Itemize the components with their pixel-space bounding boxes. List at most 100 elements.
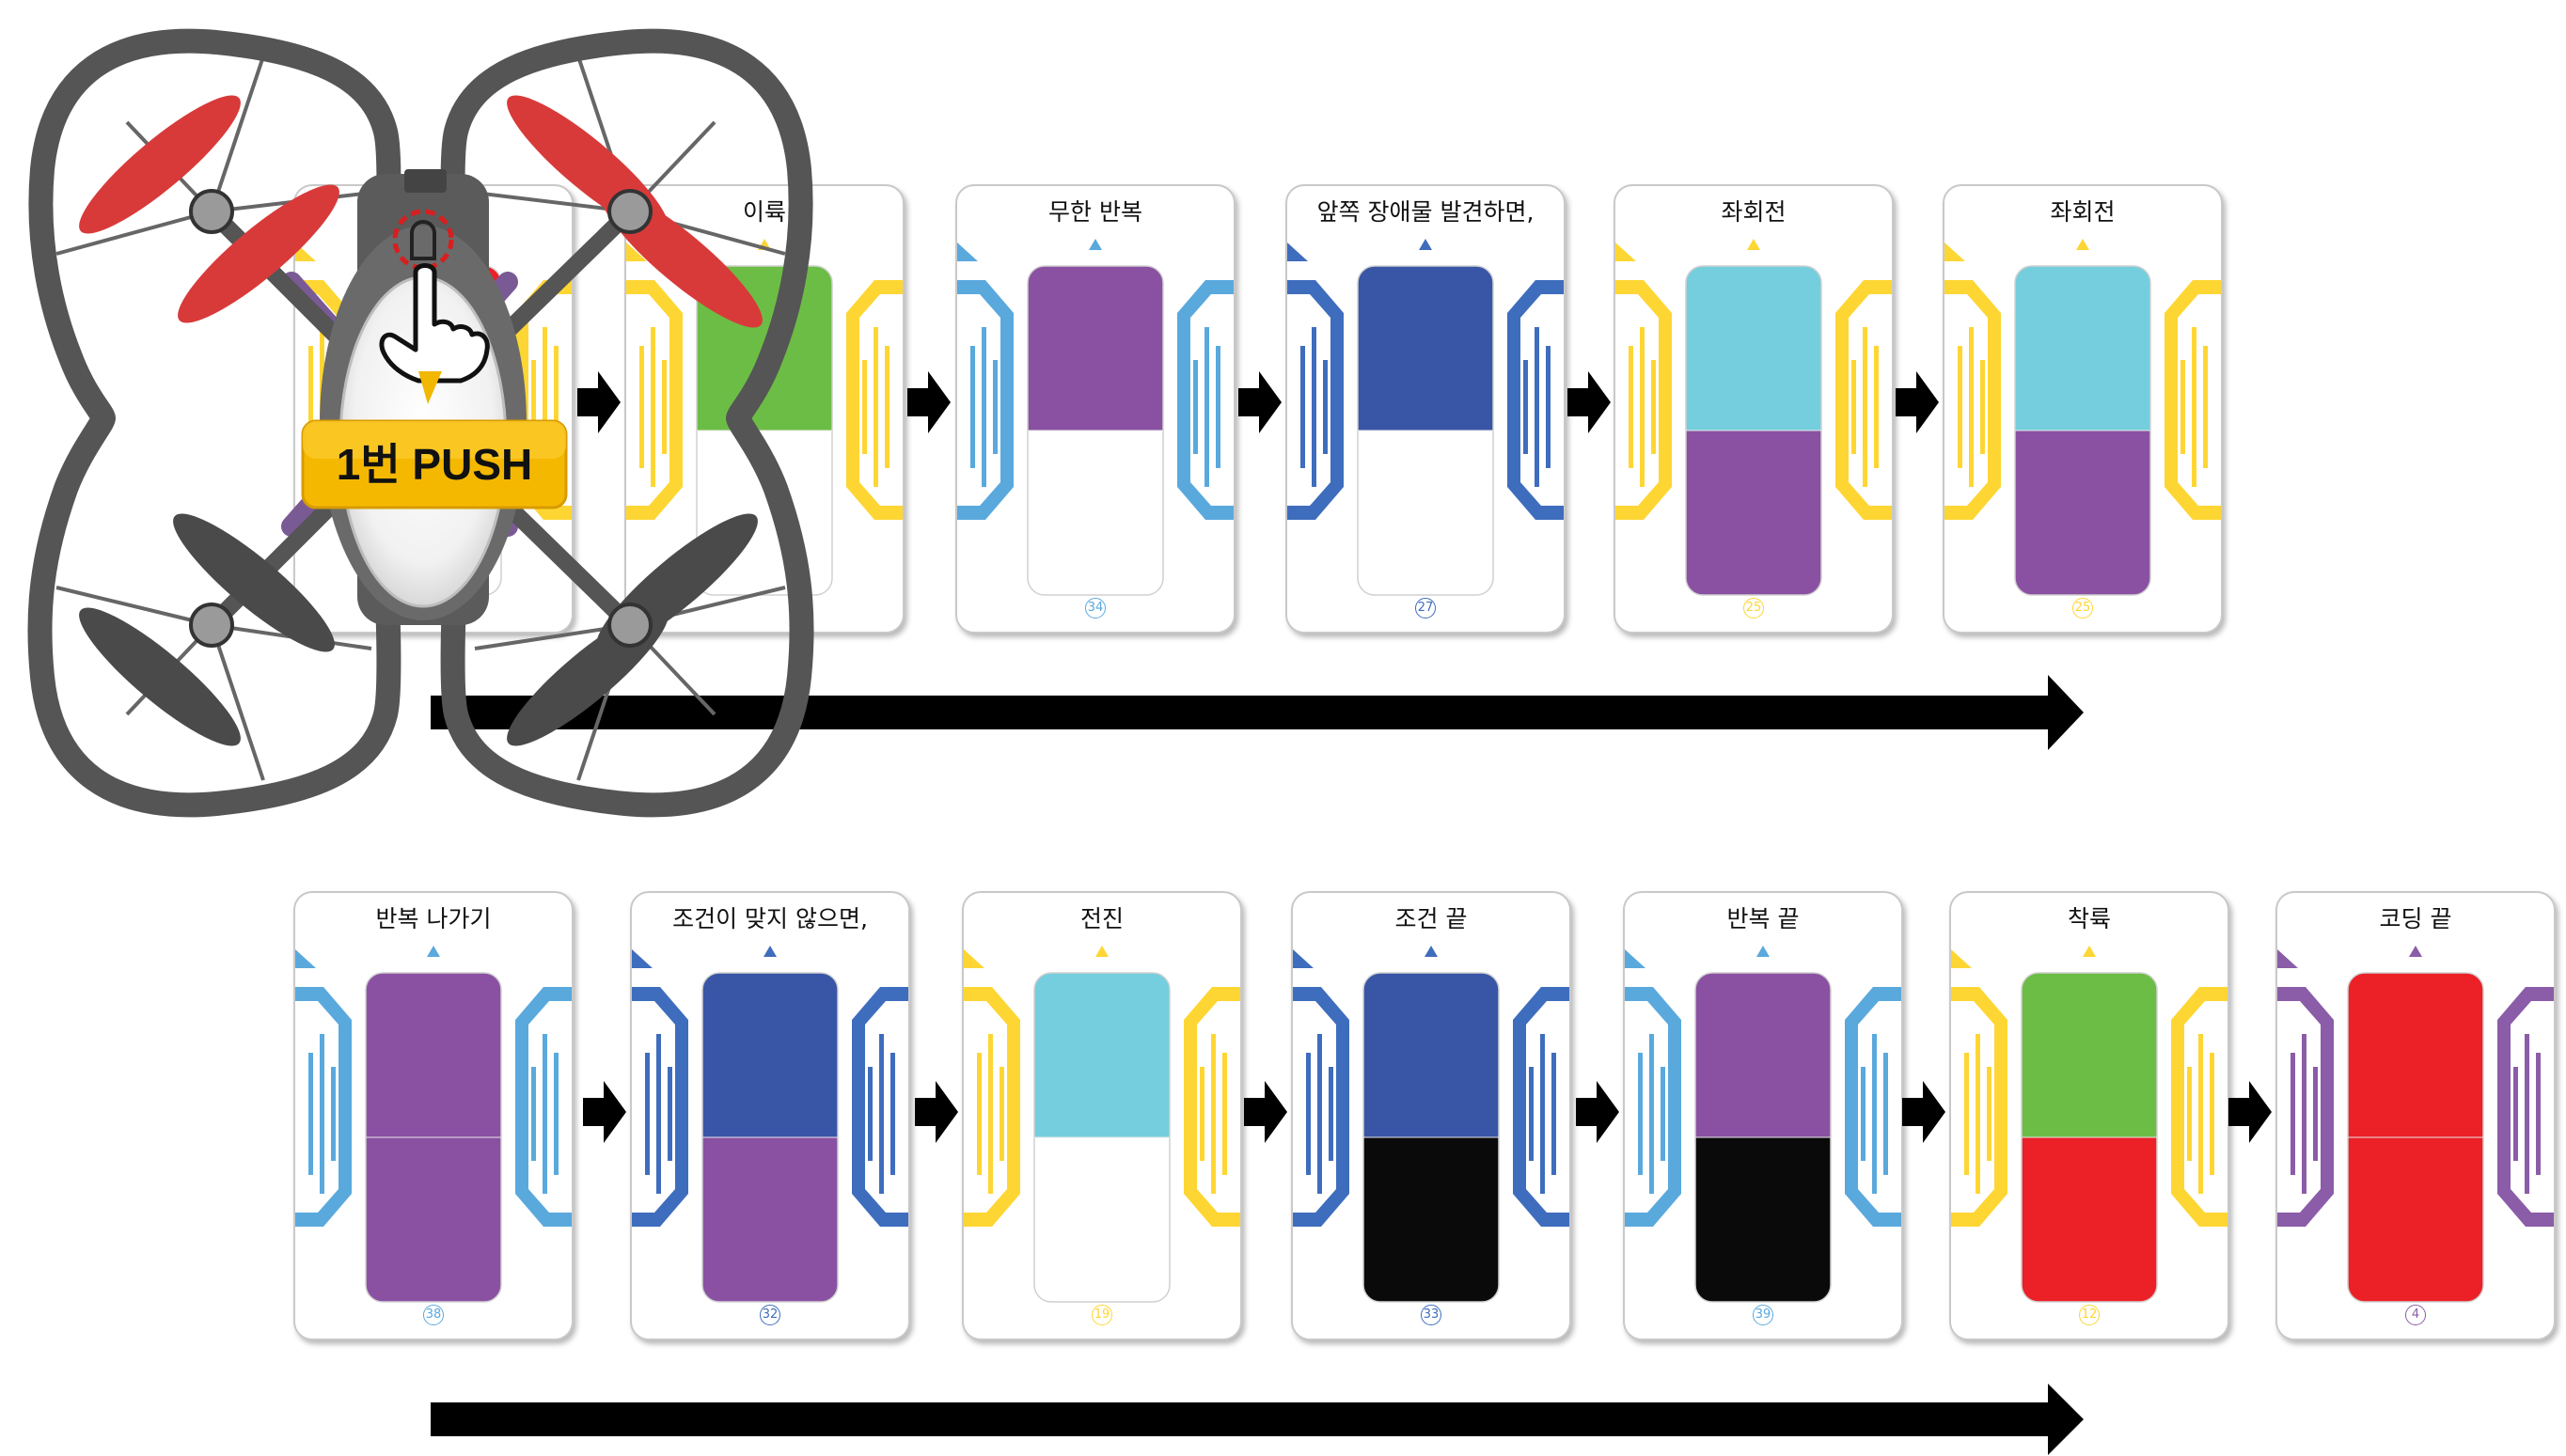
block-top — [1028, 266, 1163, 431]
card-graphic — [1625, 946, 1901, 1303]
card-r0-c3: 앞쪽 장애물 발견하면, 27 — [1285, 184, 1566, 634]
card-title: 앞쪽 장애물 발견하면, — [1316, 198, 1535, 226]
step-arrow-icon — [1896, 371, 1939, 433]
frame-left — [1293, 987, 1349, 1227]
step-arrow-icon — [1244, 1081, 1287, 1143]
push-button-label: 1번 PUSH — [336, 440, 533, 489]
card-r1-c3: 조건 끝 33 — [1291, 891, 1571, 1340]
block-bottom — [1686, 431, 1821, 595]
card-title: 좌회전 — [2050, 198, 2116, 226]
frame-right — [1507, 280, 1564, 520]
card-title: 반복 나가기 — [375, 905, 492, 932]
step-arrow-icon — [1902, 1081, 1945, 1143]
card-graphic — [1944, 239, 2221, 596]
step-arrow-icon — [907, 371, 951, 433]
card-graphic — [957, 239, 1234, 596]
step-arrow-icon — [577, 371, 621, 433]
card-graphic — [2277, 946, 2554, 1303]
step-arrow-icon — [1567, 371, 1611, 433]
card-graphic — [295, 946, 572, 1303]
card-number: 39 — [1625, 1304, 1901, 1325]
block-bottom — [366, 1137, 501, 1302]
card-r1-c6: 코딩 끝 4 — [2275, 891, 2556, 1340]
drone-icon — [27, 28, 814, 818]
frame-right — [846, 280, 903, 520]
frame-left — [957, 280, 1014, 520]
frame-right — [2171, 987, 2228, 1227]
card-graphic — [632, 946, 908, 1303]
flow-arrow-icon — [431, 1384, 2084, 1455]
card-r0-c1: 이륙 — [624, 184, 905, 634]
block-bottom — [702, 1137, 838, 1302]
frame-right — [852, 987, 908, 1227]
card-number: 4 — [2277, 1304, 2554, 1325]
block-bottom — [2348, 1137, 2483, 1302]
card-number: 19 — [964, 1304, 1240, 1325]
triangle-marker-icon — [1756, 946, 1770, 957]
step-arrow-icon — [1576, 1081, 1619, 1143]
triangle-marker-icon — [2083, 946, 2096, 957]
block-top — [1695, 973, 1831, 1137]
card-title: 무한 반복 — [1048, 198, 1142, 226]
card-number: 32 — [632, 1304, 908, 1325]
card-graphic — [1615, 239, 1892, 596]
card-graphic — [1293, 946, 1569, 1303]
block-bottom — [1695, 1137, 1831, 1302]
card-graphic — [1287, 239, 1564, 596]
frame-left — [1951, 987, 2007, 1227]
step-arrow-icon — [1238, 371, 1282, 433]
triangle-marker-icon — [1419, 239, 1432, 250]
frame-left — [1287, 280, 1344, 520]
frame-left — [632, 987, 688, 1227]
block-bottom — [1363, 1137, 1499, 1302]
frame-right — [1845, 987, 1901, 1227]
frame-right — [2497, 987, 2554, 1227]
frame-right — [1184, 987, 1240, 1227]
frame-right — [1513, 987, 1569, 1227]
block-top — [366, 973, 501, 1137]
frame-left — [626, 280, 683, 520]
frame-left — [1615, 280, 1672, 520]
card-number: 25 — [1615, 597, 1892, 618]
card-title: 착륙 — [2067, 905, 2111, 932]
block-top — [1034, 973, 1170, 1137]
frame-right — [1177, 280, 1234, 520]
frame-left — [1944, 280, 2001, 520]
card-r1-c2: 전진 19 — [962, 891, 1242, 1340]
frame-right — [2165, 280, 2221, 520]
block-top — [2348, 973, 2483, 1137]
block-top — [2022, 973, 2157, 1137]
triangle-marker-icon — [2409, 946, 2422, 957]
card-r1-c4: 반복 끝 39 — [1623, 891, 1903, 1340]
block-bottom — [1028, 431, 1163, 595]
frame-left — [2277, 987, 2334, 1227]
block-bottom — [1034, 1137, 1170, 1302]
step-arrow-icon — [915, 1081, 958, 1143]
frame-right — [515, 280, 572, 520]
card-number: 38 — [295, 1304, 572, 1325]
frame-left — [295, 987, 352, 1227]
block-top — [702, 973, 838, 1137]
triangle-marker-icon — [1089, 239, 1102, 250]
card-number: 34 — [957, 597, 1234, 618]
triangle-marker-icon — [1747, 239, 1760, 250]
step-arrow-icon — [2228, 1081, 2272, 1143]
card-title: 전진 — [1079, 905, 1124, 932]
block-top — [1686, 266, 1821, 431]
triangle-marker-icon — [427, 946, 440, 957]
card-graphic — [964, 946, 1240, 1303]
card-title: 코딩 끝 — [2379, 905, 2452, 932]
block-bottom — [1358, 431, 1493, 595]
card-title: 조건 끝 — [1394, 905, 1468, 932]
triangle-marker-icon — [1095, 946, 1109, 957]
card-number: 33 — [1293, 1304, 1569, 1325]
card-number: 27 — [1287, 597, 1564, 618]
frame-left — [1625, 987, 1681, 1227]
card-r0-c2: 무한 반복 34 — [955, 184, 1236, 634]
card-r1-c0: 반복 나가기 38 — [293, 891, 574, 1340]
card-title: 반복 끝 — [1726, 905, 1800, 932]
hand-pointer-icon — [379, 263, 490, 384]
